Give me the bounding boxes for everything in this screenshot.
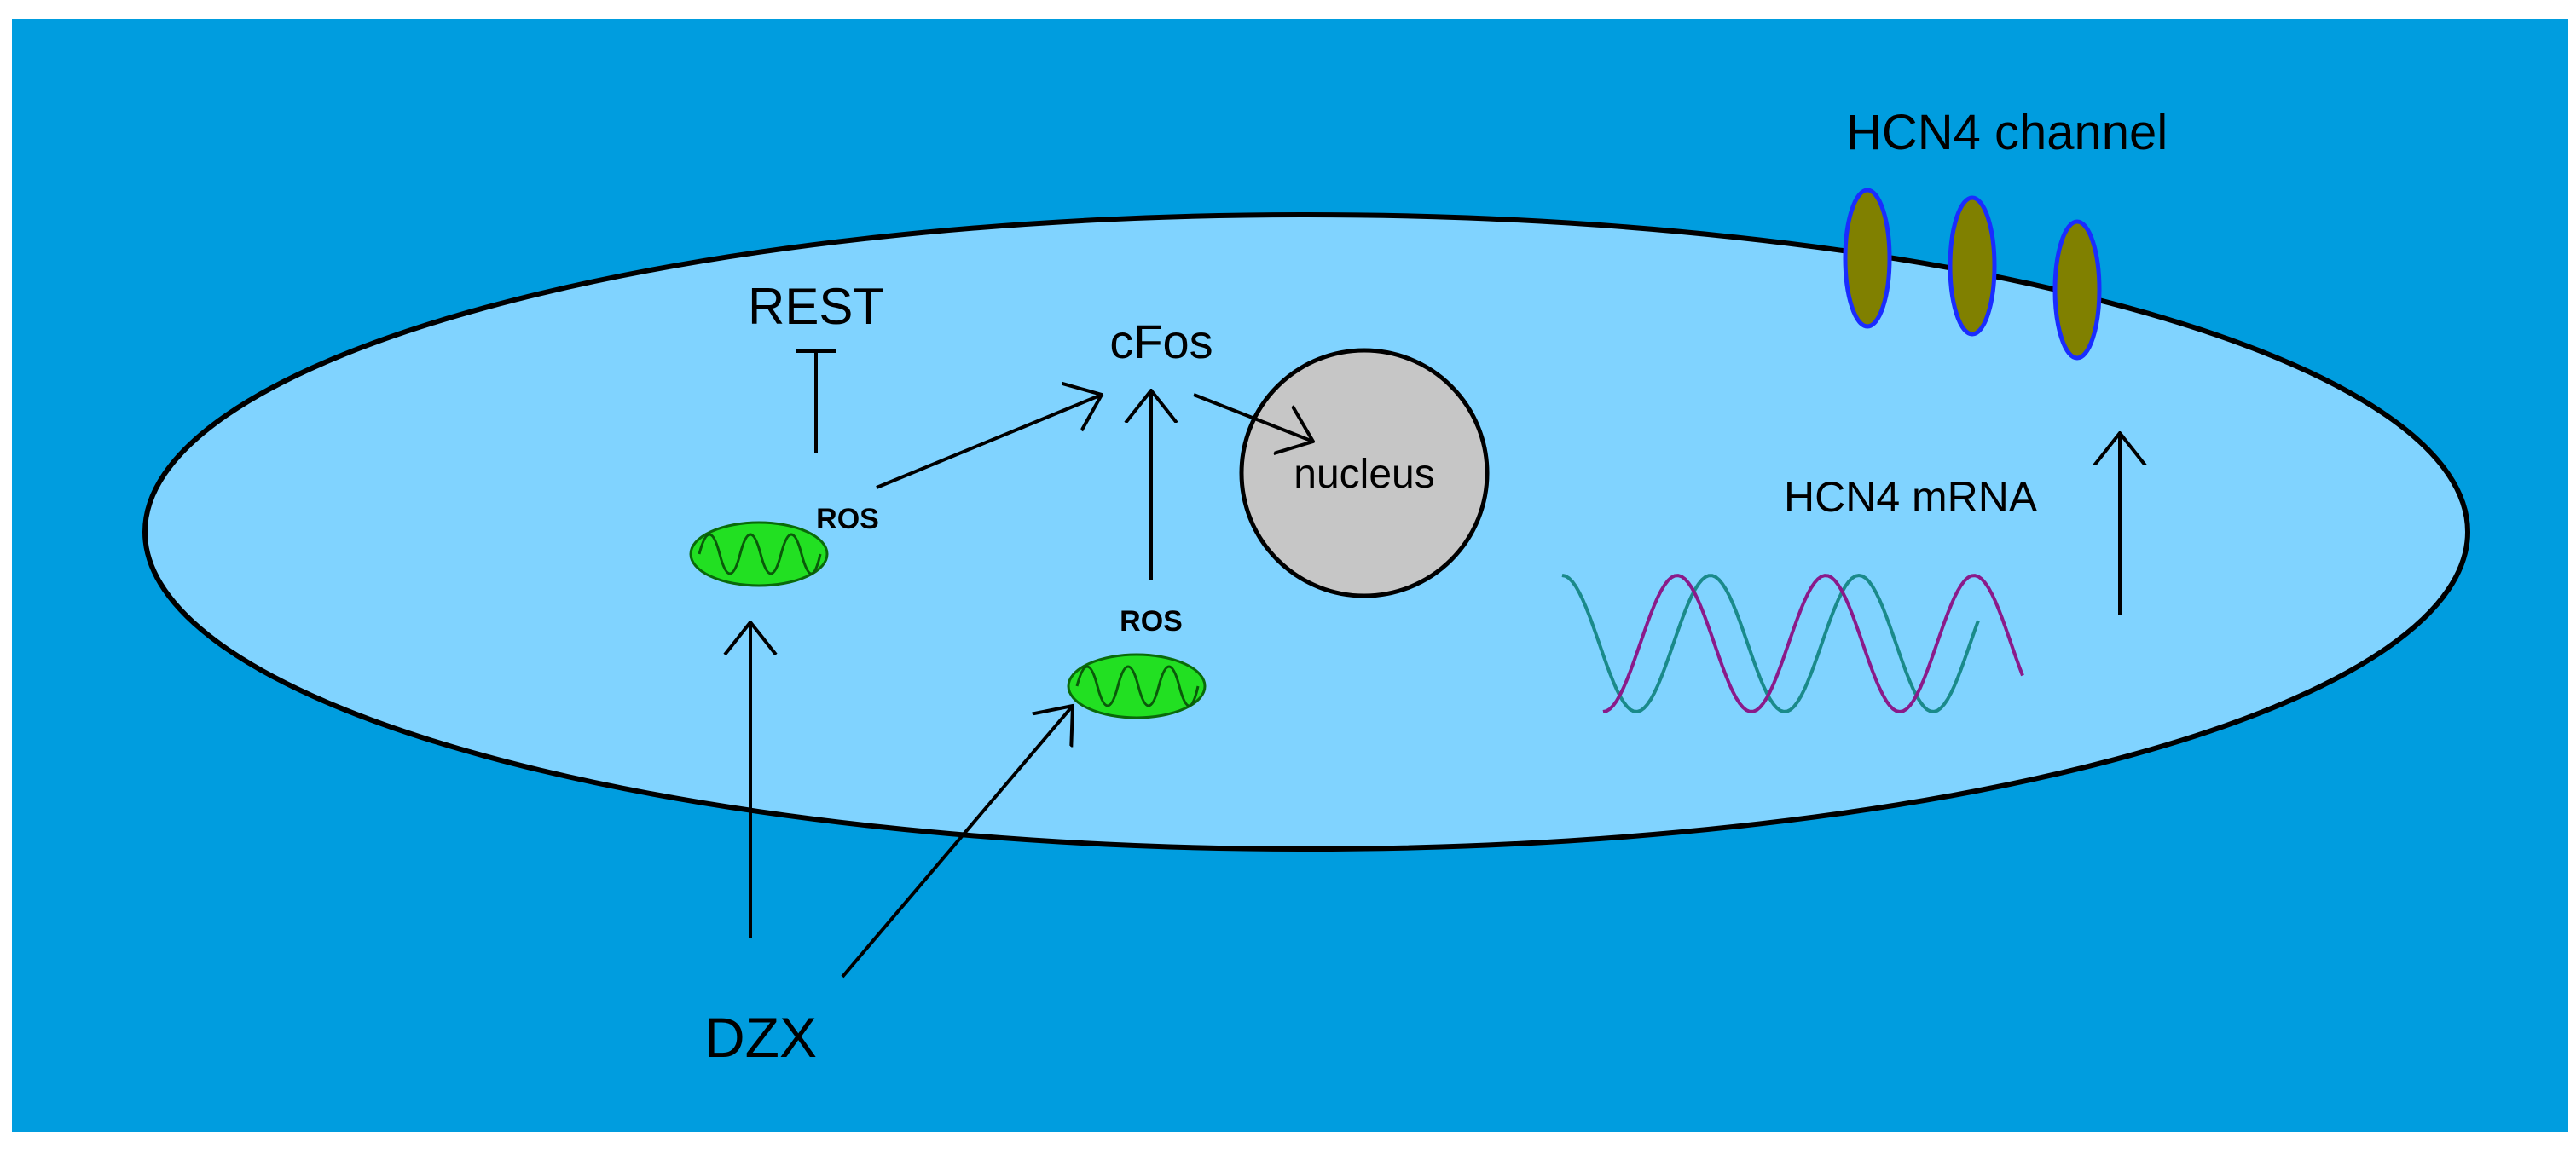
cfos-label: cFos bbox=[1109, 315, 1213, 368]
cristae-2 bbox=[1075, 665, 1200, 707]
mrna-strand-purple bbox=[1602, 574, 2024, 714]
hcn4-mrna-label: HCN4 mRNA bbox=[1784, 473, 2038, 521]
arrow-ros1-to-cfos bbox=[876, 395, 1102, 489]
hcn4-channel-1 bbox=[1843, 188, 1892, 329]
mrna-strand-teal bbox=[1561, 573, 1980, 713]
arrow-cfos-to-nucleus bbox=[1193, 393, 1313, 442]
rest-label: REST bbox=[748, 278, 884, 335]
hcn4-mrna-strands bbox=[1561, 573, 2024, 714]
cristae-1 bbox=[698, 533, 822, 575]
hcn4-channel-3 bbox=[2052, 219, 2102, 361]
mitochondrion-1 bbox=[689, 521, 829, 587]
mitochondrion-2 bbox=[1067, 653, 1207, 719]
hcn4-channels bbox=[1843, 188, 2102, 361]
nucleus-label: nucleus bbox=[1294, 452, 1434, 497]
ros-label-2: ROS bbox=[1120, 605, 1183, 638]
dzx-label: DZX bbox=[704, 1006, 817, 1069]
rest-inhibition bbox=[796, 349, 836, 453]
arrow-dzx-to-mitochondrion-2 bbox=[841, 706, 1073, 979]
ros-label-1: ROS bbox=[816, 503, 879, 535]
hcn4-channel-label: HCN4 channel bbox=[1846, 105, 2168, 160]
hcn4-channel-2 bbox=[1948, 195, 1997, 337]
